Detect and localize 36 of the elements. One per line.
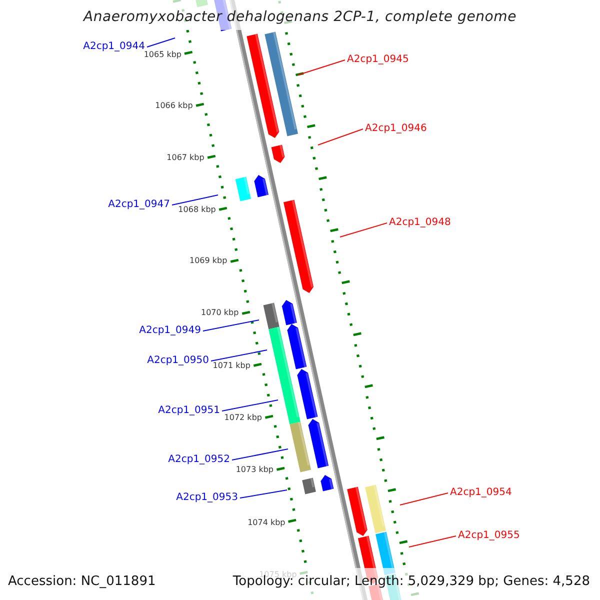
gene-label: A2cp1_0949	[139, 325, 201, 337]
tick-label: 1074 kbp	[248, 519, 286, 528]
leader-line	[202, 320, 260, 332]
title: Anaeromyxobacter dehalogenans 2CP-1, complete genome	[82, 10, 518, 26]
leader-line	[232, 448, 288, 460]
gene-label: A2cp1_0953	[176, 492, 238, 504]
tick-label: 1072 kbp	[224, 414, 262, 423]
tick-label: 1071 kbp	[212, 362, 250, 371]
tick-label: 1069 kbp	[189, 257, 228, 266]
gene-label: A2cp1_0947	[108, 199, 170, 211]
leader-line	[146, 38, 176, 48]
gene-label: A2cp1_0954	[450, 487, 512, 499]
gene-label: A2cp1_0955	[458, 530, 520, 542]
leader-line	[210, 350, 268, 362]
gene-label: A2cp1_0945	[347, 54, 409, 66]
tick-label: 1066 kbp	[155, 102, 193, 111]
tick-label: 1073 kbp	[236, 466, 274, 475]
gene-label: A2cp1_0946	[365, 123, 427, 135]
leader-line	[240, 490, 288, 498]
tick-label: 1070 kbp	[201, 309, 239, 318]
leader-line	[172, 194, 218, 206]
tick-label: 1065 kbp	[144, 51, 182, 60]
leader-line	[222, 400, 278, 412]
leader-line	[408, 536, 456, 548]
gene-label: A2cp1_0944	[83, 41, 145, 53]
gene-label: A2cp1_0948	[389, 217, 451, 229]
leader-line	[298, 60, 346, 76]
tick-label: 1067 kbp	[166, 154, 204, 163]
info-text: Accession: NC_011891	[8, 575, 156, 590]
gene-label: A2cp1_0950	[147, 355, 209, 367]
gene-label: A2cp1_0952	[168, 454, 230, 466]
leader-line	[400, 492, 448, 506]
gene-label: A2cp1_0951	[158, 405, 220, 417]
leader-line	[340, 222, 388, 238]
tick-label: 1068 kbp	[178, 206, 216, 215]
leader-line	[318, 128, 364, 146]
